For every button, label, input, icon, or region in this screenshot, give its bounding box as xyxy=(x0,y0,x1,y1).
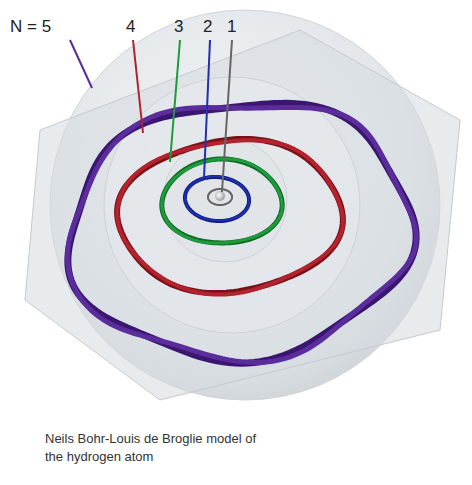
leader-line xyxy=(170,40,180,162)
nucleus xyxy=(215,191,225,201)
orbit-ring xyxy=(185,176,249,220)
level-number: 1 xyxy=(227,18,236,35)
inner-sphere xyxy=(104,77,360,333)
leader-line xyxy=(133,40,143,133)
orbit-ring xyxy=(67,107,416,362)
orbit-ring xyxy=(208,189,232,205)
caption: Neils Bohr-Louis de Broglie model of the… xyxy=(45,430,277,465)
level-number: 4 xyxy=(126,18,135,35)
leader-line xyxy=(70,40,92,88)
leader-lines xyxy=(70,40,232,192)
orbit-ring xyxy=(162,159,282,243)
orbit-ring xyxy=(68,103,416,363)
leader-line xyxy=(222,40,232,192)
level-number: 2 xyxy=(203,18,212,35)
level-number: 3 xyxy=(174,18,183,35)
leader-line xyxy=(204,40,210,178)
level-label: N = 5 xyxy=(10,18,51,35)
orbit-ring xyxy=(208,189,232,205)
orbit-ring xyxy=(117,140,343,294)
orbit-ring xyxy=(185,177,249,221)
orbit-ring xyxy=(162,159,282,243)
orbital-plane xyxy=(25,30,460,400)
orbit-rings xyxy=(67,103,416,363)
